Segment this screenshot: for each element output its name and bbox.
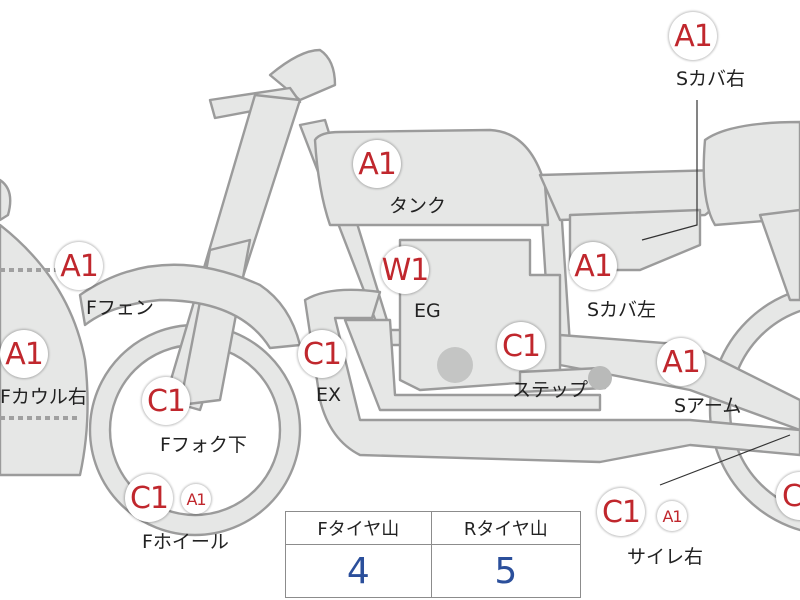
rear-tire-header: Rタイヤ山 — [430, 511, 582, 545]
front-tire-header: Fタイヤ山 — [285, 511, 432, 545]
tire-table-header-row: Fタイヤ山 Rタイヤ山 — [285, 511, 582, 545]
engine-cover-shape — [437, 347, 473, 383]
s-cover-left-label: Sカバ左 — [587, 299, 657, 321]
exhaust-label: EX — [316, 384, 342, 406]
engine-grade: W1 — [381, 246, 429, 294]
f-fender-label: Fフェン — [86, 297, 154, 319]
rear-frame-shape — [758, 208, 800, 302]
front-tire-value: 4 — [285, 544, 432, 598]
silencer-right-minor-grade: A1 — [657, 501, 687, 531]
rear-cowl-shape — [702, 120, 800, 227]
s-arm-label: Sアーム — [674, 395, 742, 417]
engine-label: EG — [414, 300, 441, 322]
tire-table-value-row: 4 5 — [285, 544, 582, 598]
s-cover-left-grade: A1 — [569, 242, 617, 290]
step-peg-shape — [588, 366, 612, 390]
f-fork-lower-grade: C1 — [142, 377, 190, 425]
silencer-right-label: サイレ右 — [627, 546, 704, 568]
f-fork-lower-label: Fフォク下 — [160, 434, 247, 456]
silencer-right-leader — [659, 434, 791, 486]
f-cowl-right-grade: A1 — [0, 330, 48, 378]
exhaust-inner-shape — [343, 318, 602, 412]
tank-label: タンク — [389, 195, 447, 217]
f-fender-grade: A1 — [55, 242, 103, 290]
silencer-right-grade: C1 — [597, 488, 645, 536]
f-wheel-grade: C1 — [125, 474, 173, 522]
step-label: ステップ — [512, 379, 589, 401]
exhaust-shape — [303, 288, 800, 464]
s-cover-right-label: Sカバ右 — [676, 68, 746, 90]
f-cowl-right-label: Fカウル右 — [0, 386, 87, 408]
s-cover-right-leader — [641, 100, 698, 241]
f-wheel-minor-grade: A1 — [181, 484, 211, 514]
rear-wheel-shape — [708, 288, 800, 532]
tire-tread-table: Fタイヤ山 Rタイヤ山 4 5 — [285, 511, 582, 598]
front-cowl-shape — [0, 178, 12, 222]
step-grade: C1 — [497, 322, 545, 370]
exhaust-grade: C1 — [298, 330, 346, 378]
s-arm-grade: A1 — [657, 338, 705, 386]
rear-tire-value: 5 — [430, 544, 582, 598]
tank-grade: A1 — [353, 140, 401, 188]
f-wheel-label: Fホイール — [142, 531, 229, 553]
s-cover-right-grade: A1 — [669, 12, 717, 60]
